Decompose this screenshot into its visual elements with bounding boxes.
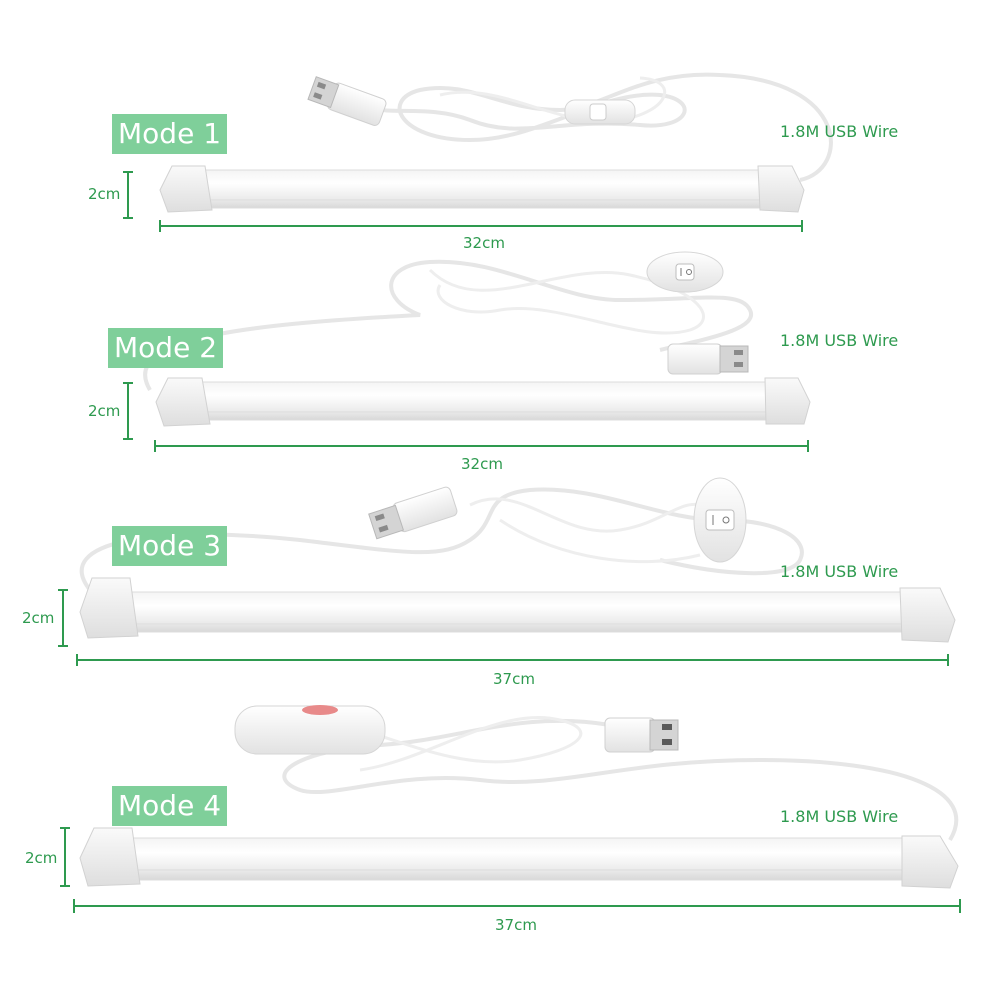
mode-4-badge: Mode 4 [112, 786, 228, 826]
mode-1-length-label: 32cm [463, 234, 505, 252]
end-cap-left [79, 827, 141, 887]
length-dimension [154, 440, 809, 452]
led-tube [184, 381, 776, 421]
usb-wire [143, 259, 754, 392]
end-cap-right [757, 165, 805, 213]
product-2 [123, 251, 811, 452]
length-dimension [76, 654, 949, 666]
mode-3-badge: Mode 3 [112, 526, 228, 566]
height-dimension [123, 382, 133, 440]
end-cap-right [899, 587, 956, 643]
end-cap-right [764, 377, 811, 425]
mode-4-wire-label: 1.8M USB Wire [780, 807, 899, 826]
usb-plug [368, 486, 458, 540]
usb-wire [374, 72, 833, 182]
product-3 [58, 477, 956, 666]
end-cap-left [159, 165, 213, 213]
mode-2-height-label: 2cm [88, 402, 121, 420]
product-4 [60, 705, 961, 913]
led-tube [184, 169, 771, 209]
mode-1-wire-label: 1.8M USB Wire [780, 122, 899, 141]
mode-4-height-label: 2cm [25, 849, 58, 867]
end-cap-left [155, 377, 211, 427]
mode-2-wire-label: 1.8M USB Wire [780, 331, 899, 350]
mode-3-height-label: 2cm [22, 609, 55, 627]
height-dimension [123, 171, 133, 219]
mode-1-height-label: 2cm [88, 185, 121, 203]
length-dimension [73, 899, 961, 913]
mode-3-length-label: 37cm [493, 670, 535, 688]
mode-4-length-label: 37cm [495, 916, 537, 934]
product-1 [123, 72, 833, 232]
height-dimension [58, 589, 68, 647]
end-cap-right [901, 835, 959, 889]
end-cap-left [79, 577, 139, 639]
usb-wire [282, 718, 959, 842]
mode-2-length-label: 32cm [461, 455, 503, 473]
length-dimension [159, 220, 803, 232]
height-dimension [60, 827, 70, 887]
mode-3-wire-label: 1.8M USB Wire [780, 562, 899, 581]
mode-1-badge: Mode 1 [112, 114, 228, 154]
usb-plug [667, 343, 749, 375]
led-tube [109, 837, 921, 881]
usb-plug [307, 76, 387, 126]
usb-plug [604, 717, 679, 753]
mode-2-badge: Mode 2 [108, 328, 224, 368]
led-tube [109, 591, 921, 633]
